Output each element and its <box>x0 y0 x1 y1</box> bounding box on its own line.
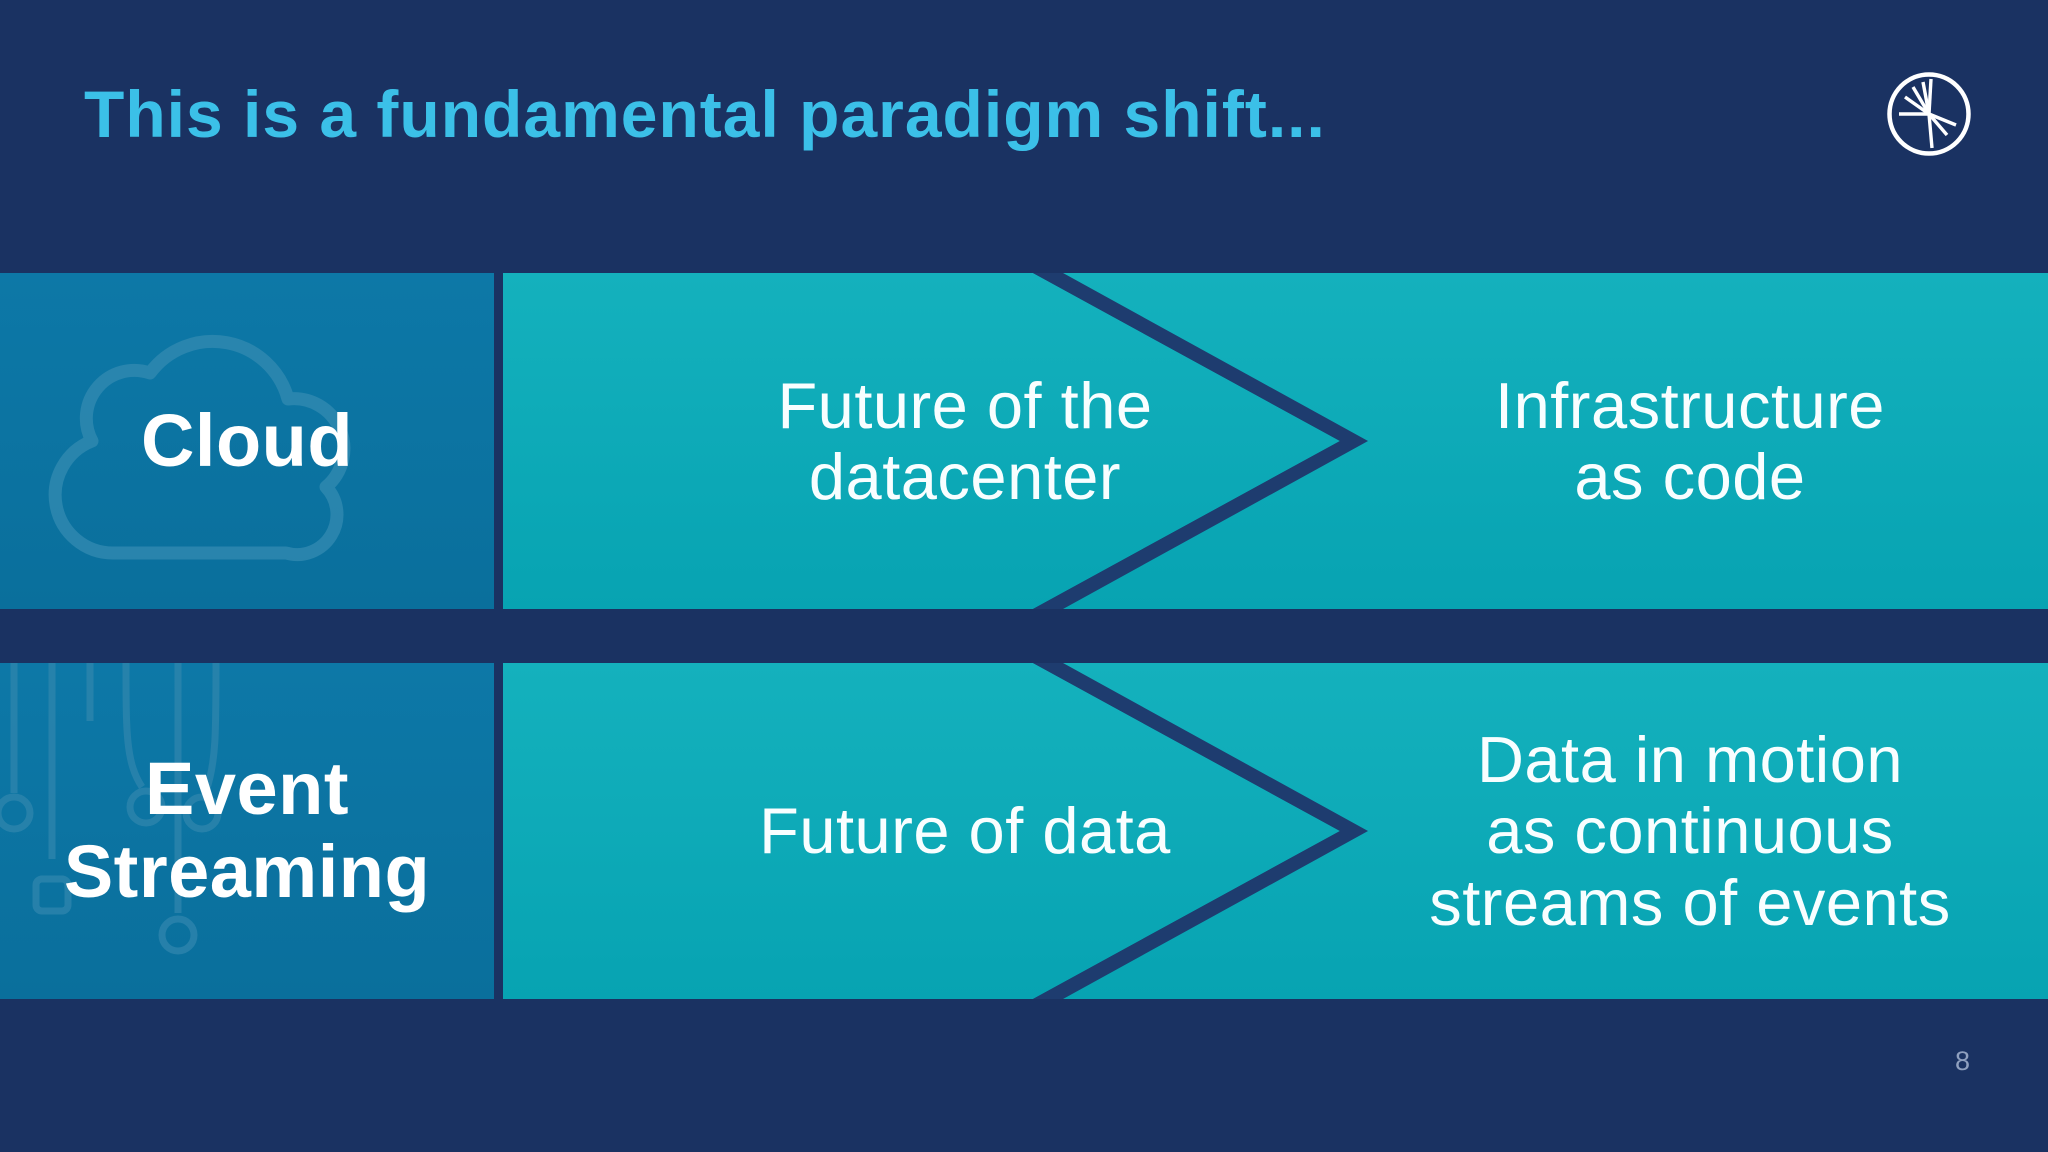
paradigm-arrow-shape <box>503 273 2048 609</box>
row-label: Cloud <box>140 398 354 482</box>
logo-graphic <box>1887 72 1971 156</box>
cloud-icon <box>48 334 351 562</box>
step-text: Data in motion as continuous streams of … <box>1429 722 1951 939</box>
step-text: Infrastructure as code <box>1495 368 1885 513</box>
cloud-label-box: Cloud <box>0 273 494 609</box>
paradigm-arrow-shape <box>503 663 2048 999</box>
confluent-spark-logo-icon <box>1886 71 1972 157</box>
row-label: Event Streaming <box>63 747 431 913</box>
event-streaming-label-box: Event Streaming <box>0 663 494 999</box>
step-text: Future of data <box>759 794 1171 868</box>
page-number: 8 <box>1954 1046 1970 1076</box>
step-text: Future of the datacenter <box>777 368 1153 513</box>
row-cloud: Cloud Future of the datacenter Infrastru… <box>0 273 2048 609</box>
slide-title: This is a fundamental paradigm shift... <box>84 77 1326 151</box>
row-event-streaming: Event Streaming Future of data Data in m… <box>0 663 2048 999</box>
event-streaming-icon <box>0 663 222 955</box>
